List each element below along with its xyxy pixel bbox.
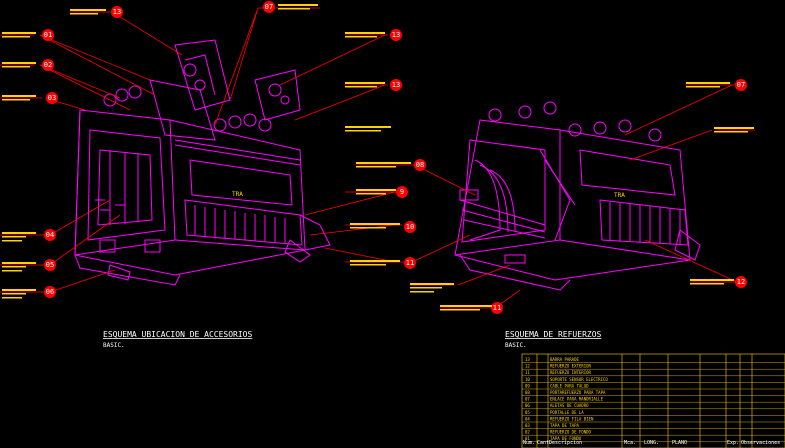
table-row-description: REFUERZO EXTERIOR [550,364,592,369]
callout-11-b: 11 [493,304,501,312]
right-subtitle: BASIC. [505,342,527,349]
callout-07-b: 07 [737,81,745,89]
table-row-description: ENLACE PARA MANDRIALLE [550,397,604,402]
table-row-number: 11 [525,370,530,375]
callout-13-c: 13 [392,81,400,89]
table-row-description: ALETAS DE CUADRO [550,403,589,408]
right-title: ESQUEMA DE REFUERZOS [505,330,602,339]
callout-03: 03 [48,94,56,102]
illegible-label-stubs [2,4,754,311]
table-row-number: 12 [525,364,530,369]
table-row-description: TAPA DE FONDO [550,436,582,441]
callout-numbers-left: 13 07 01 02 03 13 13 04 05 06 [42,1,402,298]
footer-obs: Observaciones [741,440,780,446]
drawing-titles: ESQUEMA UBICACION DE ACCESORIOS BASIC. E… [103,330,602,349]
callout-11-a: 11 [406,259,414,267]
left-title: ESQUEMA UBICACION DE ACCESORIOS [103,330,252,339]
table-row-number: 07 [525,397,530,402]
table-row-description: SOPORTE SENSOR ELECTRICO [550,377,608,382]
callout-02: 02 [44,61,52,69]
parts-table-footer: Num. Cant. Descripcion Mca. LONG. PLANO … [523,440,780,446]
table-row-description: BARRA PARADE [550,357,579,362]
table-row-description: REFUERZO INTERIOR [550,370,592,375]
left-tray-label: TRA [232,191,243,198]
table-row-description: TAPA DE TAPA [550,423,579,428]
left-bucket-drawing: TRA [74,39,331,286]
table-row-description: PORTAREFUERZO PARA TAPA [550,390,606,395]
right-callouts [355,84,755,309]
parts-table [521,353,785,448]
table-row-number: 05 [525,410,530,415]
table-row-description: CABLE PARA TALUD [550,383,589,388]
callout-13-b: 13 [392,31,400,39]
left-subtitle: BASIC. [103,342,125,349]
right-bucket-drawing: TRA [454,101,701,291]
footer-mca: Mca. [624,440,636,446]
table-row-number: 04 [525,416,530,421]
table-row-number: 09 [525,383,530,388]
footer-desc: Descripcion [549,440,582,446]
table-row-number: 01 [525,436,530,441]
table-row-number: 13 [525,357,530,362]
table-row-description: REFUERZO DE FONDO [550,430,592,435]
callout-01: 01 [44,31,52,39]
footer-num: Num. [523,440,535,446]
callout-13-a: 13 [113,8,121,16]
right-tray-label: TRA [614,192,625,199]
callout-numbers-right: 07 08 9 10 11 11 12 [396,79,747,314]
callout-07-a: 07 [265,3,273,11]
footer-cant: Cant. [537,440,552,446]
callout-9: 9 [400,188,404,196]
table-row-description: REFUERZO FILA BIEN [550,416,594,421]
footer-long: LONG. [644,440,659,446]
footer-exp: Exp. [727,440,739,446]
table-row-number: 06 [525,403,530,408]
footer-plano: PLANO [672,440,687,446]
callout-12: 12 [737,278,745,286]
callout-06: 06 [46,288,54,296]
callout-08: 08 [416,161,424,169]
left-callouts [0,7,400,293]
callout-04: 04 [46,231,54,239]
table-row-number: 08 [525,390,530,395]
table-row-description: PORTALLE DE LA [550,410,584,415]
callout-10: 10 [406,223,414,231]
callout-05: 05 [46,261,54,269]
table-row-number: 03 [525,423,530,428]
table-row-number: 10 [525,377,530,382]
table-row-number: 02 [525,430,530,435]
